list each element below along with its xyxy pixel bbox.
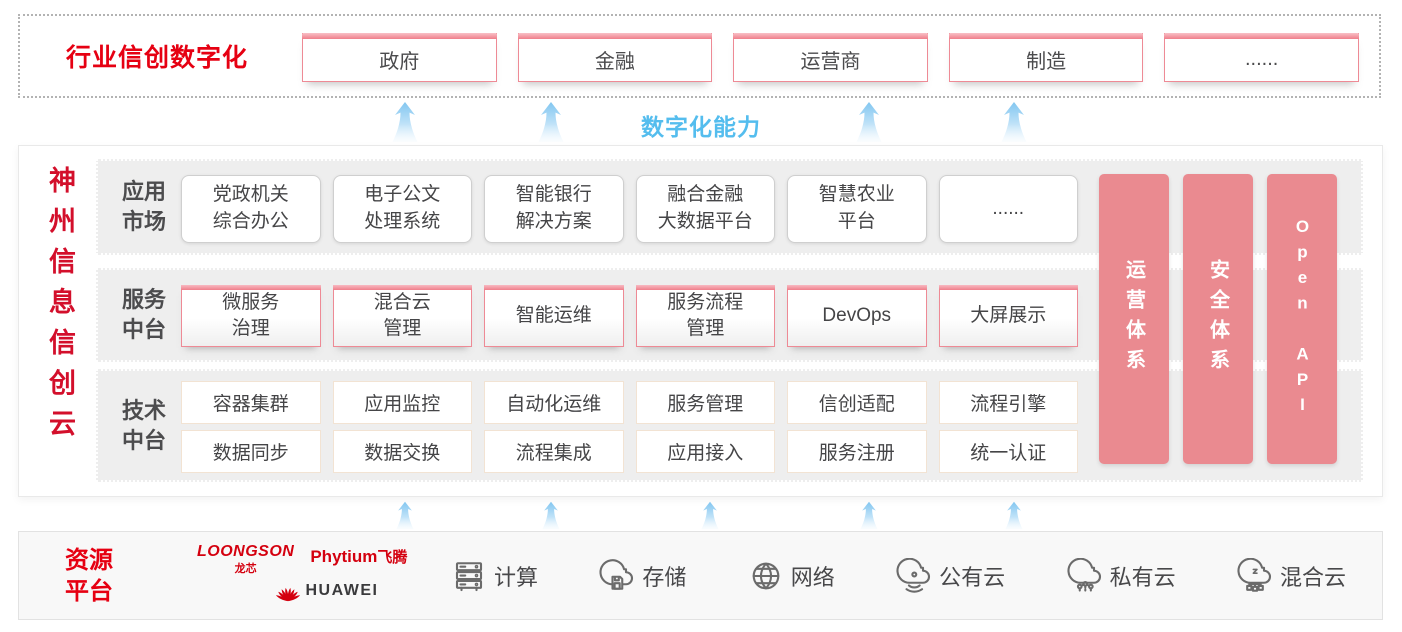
storage-icon xyxy=(599,558,634,590)
up-arrow-icon xyxy=(701,501,719,530)
pillar-open-api: Open API xyxy=(1267,174,1337,464)
app-card-more: ...... xyxy=(938,175,1078,243)
resource-item-private-cloud: 私有云 xyxy=(1067,557,1176,594)
industry-card-manufacturing: 制造 xyxy=(948,33,1144,82)
tech-chip: 流程集成 xyxy=(484,430,624,473)
up-arrow-icon xyxy=(538,102,564,142)
phytium-logo: Phytium飞腾 xyxy=(310,547,408,566)
resource-platform: 资源 平台 LOONGSON 龙芯 Phytium飞腾 xyxy=(18,531,1383,620)
private-cloud-icon xyxy=(1067,557,1101,592)
up-arrow-icon xyxy=(856,102,882,142)
tech-chip: 应用接入 xyxy=(635,430,775,473)
tech-cards-row-2: 数据同步 数据交换 流程集成 应用接入 服务注册 统一认证 xyxy=(181,430,1078,473)
service-card: DevOps xyxy=(787,285,927,347)
row-tech-platform: 技术 中台 容器集群 应用监控 自动化运维 服务管理 信创适配 流程引擎 数据同… xyxy=(96,369,1363,482)
app-card: 智慧农业平台 xyxy=(787,175,927,243)
app-card: 电子公文处理系统 xyxy=(332,175,472,243)
resource-platform-title: 资源 平台 xyxy=(65,546,113,605)
service-card: 智能运维 xyxy=(484,285,624,347)
tech-cards-row-1: 容器集群 应用监控 自动化运维 服务管理 信创适配 流程引擎 xyxy=(181,381,1078,424)
network-icon xyxy=(752,562,780,589)
row-tech-label: 技术 中台 xyxy=(121,397,166,453)
row-service-label: 服务 中台 xyxy=(121,287,166,342)
industry-band: 行业信创数字化 政府 金融 运营商 制造 ...... xyxy=(18,14,1381,98)
app-card: 党政机关综合办公 xyxy=(181,175,321,243)
vendor-logos: LOONGSON 龙芯 Phytium飞腾 xyxy=(197,543,457,602)
service-card: 混合云管理 xyxy=(332,285,472,347)
service-cards: 微服务治理 混合云管理 智能运维 服务流程管理 DevOps 大屏展示 xyxy=(181,285,1078,347)
row-app-market: 应用 市场 党政机关综合办公 电子公文处理系统 智能银行解决方案 融合金融大数据… xyxy=(96,159,1363,255)
industry-card-finance: 金融 xyxy=(517,33,713,82)
loongson-logo: LOONGSON 龙芯 xyxy=(197,543,295,575)
up-arrow-icon xyxy=(860,501,878,530)
row-service-platform: 服务 中台 微服务治理 混合云管理 智能运维 服务流程管理 DevOps 大屏展… xyxy=(96,268,1363,362)
resource-item-storage: 存储 xyxy=(599,558,686,594)
server-icon xyxy=(455,561,483,591)
up-arrow-icon xyxy=(542,501,560,530)
industry-card-government: 政府 xyxy=(302,33,497,82)
up-arrow-icon xyxy=(1001,102,1027,142)
industry-card-operator: 运营商 xyxy=(733,33,928,82)
pillar-operations: 运营体系 xyxy=(1099,174,1169,464)
service-card: 大屏展示 xyxy=(938,285,1078,347)
resource-item-compute: 计算 xyxy=(451,558,538,594)
app-card: 融合金融大数据平台 xyxy=(635,175,775,243)
resource-items: 计算 存储 网络 公有云 xyxy=(451,532,1346,619)
resource-item-hybrid-cloud: 混合云 xyxy=(1237,557,1346,594)
platform-box: 神州信息信创云 应用 市场 党政机关综合办公 电子公文处理系统 智能银行解决方案… xyxy=(18,145,1383,497)
industry-card-more: ...... xyxy=(1164,33,1359,82)
huawei-logo: HUAWEI xyxy=(197,580,457,602)
tech-chip: 容器集群 xyxy=(181,381,321,424)
tech-chip: 信创适配 xyxy=(787,381,927,424)
tech-chip: 流程引擎 xyxy=(938,381,1078,424)
up-arrow-icon xyxy=(392,102,418,142)
service-card: 服务流程管理 xyxy=(635,285,775,347)
capability-label: 数字化能力 xyxy=(641,114,761,140)
tech-chip: 服务注册 xyxy=(787,430,927,473)
resource-item-network: 网络 xyxy=(748,558,835,594)
hybrid-cloud-icon xyxy=(1237,557,1271,592)
app-market-cards: 党政机关综合办公 电子公文处理系统 智能银行解决方案 融合金融大数据平台 智慧农… xyxy=(181,175,1078,243)
industry-cards: 政府 金融 运营商 制造 ...... xyxy=(302,33,1359,82)
up-arrow-icon xyxy=(1005,501,1023,530)
app-card: 智能银行解决方案 xyxy=(484,175,624,243)
service-card: 微服务治理 xyxy=(181,285,321,347)
row-app-market-label: 应用 市场 xyxy=(121,179,166,234)
public-cloud-icon xyxy=(896,557,931,593)
tech-chip: 自动化运维 xyxy=(484,381,624,424)
tech-chip: 服务管理 xyxy=(635,381,775,424)
tech-chip: 统一认证 xyxy=(938,430,1078,473)
tech-chip: 应用监控 xyxy=(332,381,472,424)
up-arrow-icon xyxy=(396,501,414,530)
industry-band-title: 行业信创数字化 xyxy=(66,44,249,72)
tech-chip: 数据交换 xyxy=(332,430,472,473)
platform-title: 神州信息信创云 xyxy=(45,166,75,450)
tech-chip: 数据同步 xyxy=(181,430,321,473)
pillar-security: 安全体系 xyxy=(1183,174,1253,464)
resource-item-public-cloud: 公有云 xyxy=(896,557,1005,594)
huawei-flower-icon xyxy=(275,587,300,602)
